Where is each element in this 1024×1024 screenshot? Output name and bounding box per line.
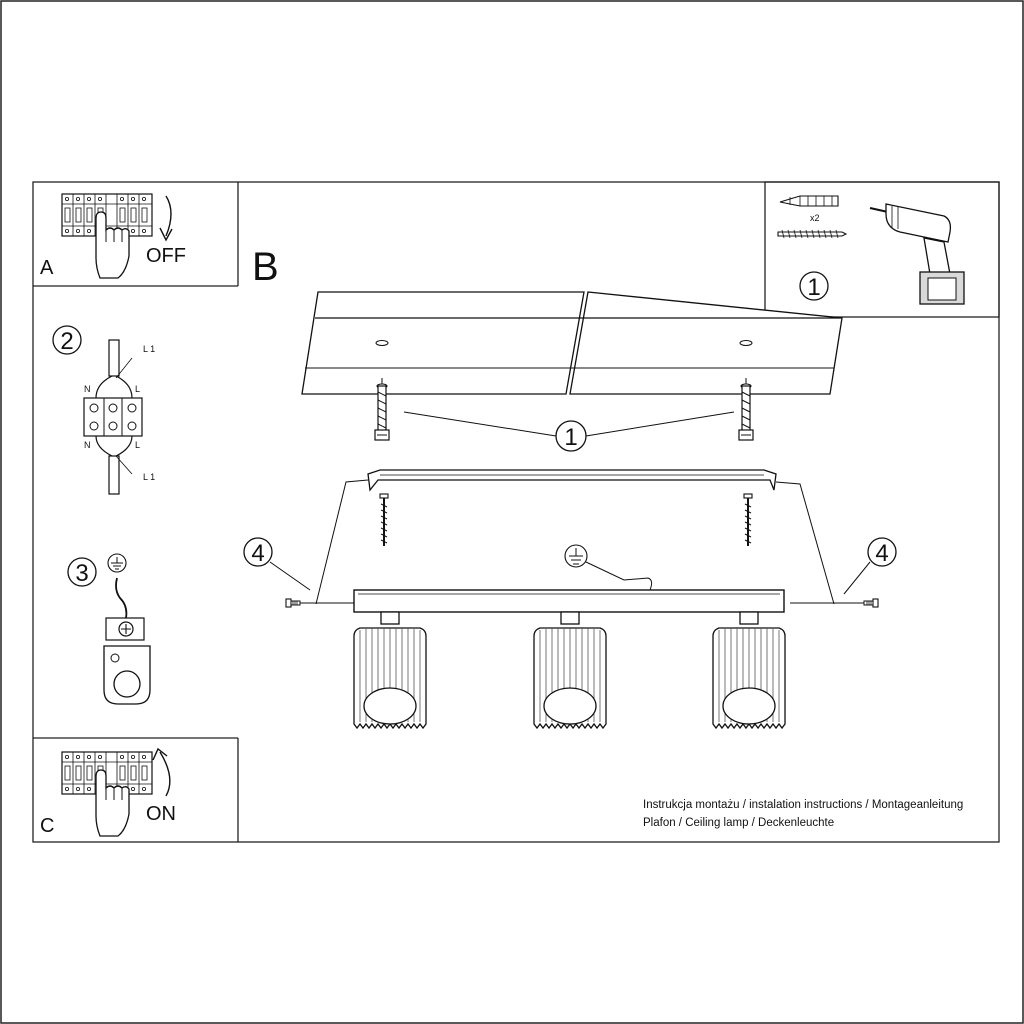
main-assembly: B 1 (243, 245, 963, 829)
guide-lines (315, 479, 835, 605)
lamp-shade-right (712, 611, 786, 729)
drill-hole (375, 340, 389, 346)
drill-hole (739, 340, 753, 346)
panel-a: A OFF (40, 193, 186, 279)
footer-line-2: Plafon / Ceiling lamp / Deckenleuchte (643, 817, 834, 829)
earth-connection: 3 (67, 553, 151, 705)
cable-bottom (108, 455, 120, 495)
earth-wire (115, 577, 128, 619)
step-3-number: 3 (75, 560, 88, 587)
lamp-shade-left (353, 611, 427, 729)
earth-callout (564, 544, 653, 591)
tools: x2 1 (777, 195, 965, 305)
step-4-marker (243, 537, 273, 567)
side-screw-left (285, 598, 301, 608)
label-l1-top: L 1 (143, 344, 155, 354)
step-1-marker (799, 271, 829, 301)
panel-a-action: OFF (146, 245, 186, 267)
tools-box (764, 181, 1000, 318)
panel-c-letter: C (40, 815, 54, 837)
step-4-left: 4 (243, 537, 354, 608)
cable-top (108, 339, 120, 377)
lamp-shade-center (533, 611, 607, 729)
ceiling (301, 291, 843, 395)
mounting-bracket (367, 469, 777, 492)
step-1-marker (555, 420, 587, 452)
step-1-callout: 1 (403, 411, 735, 452)
screw-icon (777, 231, 848, 237)
step-1-number: 1 (564, 424, 577, 451)
diagram-frame (32, 181, 1000, 843)
label-n-bottom: N (84, 440, 91, 450)
panel-c-action: ON (146, 803, 176, 825)
wall-plug-icon (779, 195, 839, 207)
bracket-screw-right (743, 493, 753, 547)
step-2-marker (52, 325, 82, 355)
step-2-number: 2 (60, 328, 73, 355)
label-l-bottom: L (135, 440, 140, 450)
screw-icon (89, 403, 99, 413)
footer-line-1: Instrukcja montażu / instalation instruc… (643, 799, 963, 811)
lamp-base (353, 589, 785, 613)
tools-step-number: 1 (807, 274, 820, 301)
panel-b-letter: B (252, 245, 279, 289)
step-4-right: 4 (790, 537, 897, 608)
panel-a-letter: A (40, 257, 54, 279)
panel-c: C ON (40, 747, 176, 837)
side-screw-right (863, 598, 879, 608)
drill-icon (869, 203, 965, 305)
step-4-number: 4 (251, 540, 264, 567)
anchor-count: x2 (810, 213, 820, 223)
step-3-marker (67, 557, 97, 587)
label-n-top: N (84, 384, 91, 394)
label-l-top: L (135, 384, 140, 394)
arrow-up-icon (159, 751, 171, 797)
wiring-connector: 2 L 1 N L N L L 1 (52, 325, 155, 495)
arrow-down-icon (165, 195, 172, 237)
step-4-marker (867, 537, 897, 567)
step-4-number: 4 (875, 540, 888, 567)
bracket-screw-left (379, 493, 389, 547)
label-l1-bottom: L 1 (143, 472, 155, 482)
